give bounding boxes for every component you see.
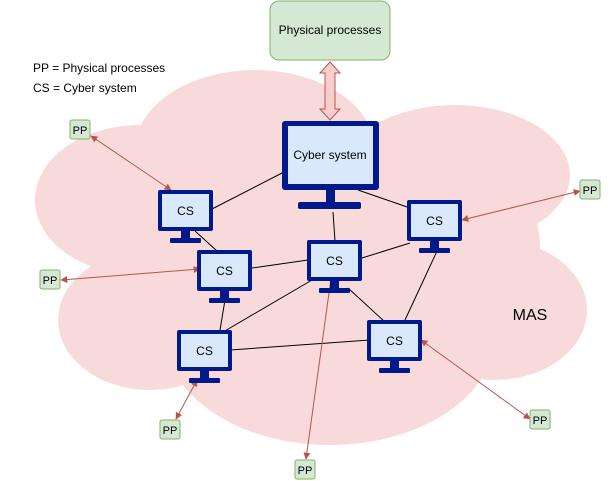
cyber-system-label: Cyber system xyxy=(293,148,366,162)
connector-line xyxy=(332,211,336,242)
connector-line xyxy=(211,172,283,210)
pp-arrows xyxy=(60,135,581,460)
pp-arrow xyxy=(420,339,531,420)
cs-monitor[interactable]: CS xyxy=(197,250,252,303)
pp-label: PP xyxy=(163,425,178,437)
connector-line xyxy=(194,230,218,252)
pp-box[interactable]: PP xyxy=(294,459,316,480)
pp-box[interactable]: PP xyxy=(69,119,91,140)
cs-monitor[interactable]: CS xyxy=(307,240,362,293)
connector-line xyxy=(404,248,439,321)
connector-line xyxy=(217,279,313,336)
double-block-arrow xyxy=(318,61,342,121)
pp-label: PP xyxy=(533,415,548,427)
pp-box[interactable]: PP xyxy=(579,179,601,200)
connector-lines xyxy=(194,172,439,351)
legend-line-cs: CS = Cyber system xyxy=(33,81,137,95)
pp-label: PP xyxy=(583,185,598,197)
pp-label: PP xyxy=(298,465,313,477)
pp-arrow xyxy=(303,263,336,460)
cs-monitor[interactable]: CS xyxy=(158,190,213,243)
cs-monitor[interactable]: CS xyxy=(407,200,462,253)
cyber-system-monitor[interactable]: Cyber system xyxy=(282,121,379,209)
connector-line xyxy=(251,259,309,269)
cs-label: CS xyxy=(326,254,343,268)
cs-label: CS xyxy=(216,264,233,278)
pp-box[interactable]: PP xyxy=(39,269,61,290)
connector-line xyxy=(347,287,386,323)
pp-arrow xyxy=(175,379,198,420)
pp-box[interactable]: PP xyxy=(159,419,181,440)
connector-line xyxy=(229,339,371,351)
connector-line xyxy=(219,299,226,331)
pp-arrow xyxy=(60,266,201,283)
pp-label: PP xyxy=(43,275,58,287)
legend-line-pp: PP = Physical processes xyxy=(33,61,166,75)
pp-label: PP xyxy=(73,125,88,137)
pp-arrow xyxy=(461,189,581,222)
pp-box[interactable]: PP xyxy=(529,409,551,430)
connector-line xyxy=(361,242,411,259)
connector-line xyxy=(357,189,411,209)
cs-label: CS xyxy=(196,344,213,358)
physical-processes-label: Physical processes xyxy=(279,23,382,37)
physical-processes-box[interactable] xyxy=(269,0,391,61)
cs-label: CS xyxy=(386,334,403,348)
cs-monitor[interactable]: CS xyxy=(177,330,232,383)
cs-label: CS xyxy=(177,204,194,218)
cs-monitor[interactable]: CS xyxy=(367,320,422,373)
pp-arrow xyxy=(90,135,172,191)
mas-label: MAS xyxy=(513,307,548,324)
cs-label: CS xyxy=(426,214,443,228)
